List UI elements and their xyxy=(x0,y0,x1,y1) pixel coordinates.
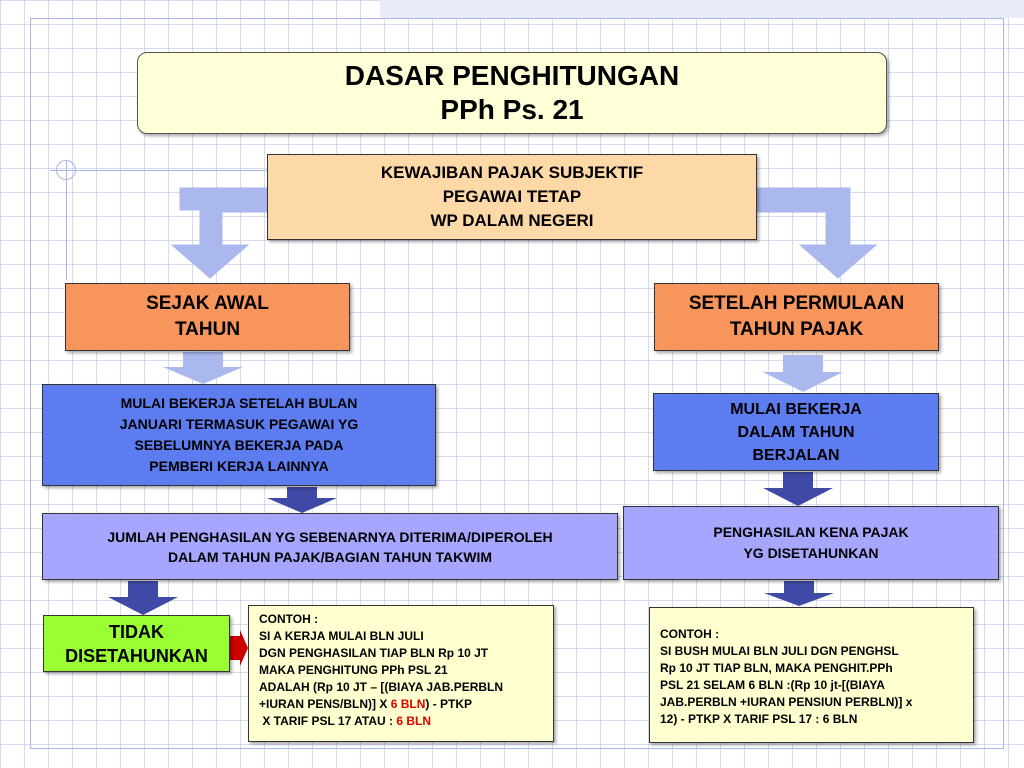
left-start-line-4: PEMBERI KERJA LAINNYA xyxy=(149,458,329,474)
left-head-line-1: SEJAK AWAL xyxy=(146,293,269,314)
left-branch-income: JUMLAH PENGHASILAN YG SEBENARNYA DITERIM… xyxy=(42,513,618,580)
left-income-line-2: DALAM TAHUN PAJAK/BAGIAN TAHUN TAKWIM xyxy=(167,548,493,565)
arrow-phkp-to-contoh xyxy=(764,581,834,606)
right-example-line-3: Rp 10 JT TIAP BLN, MAKA PENGHIT.PPh xyxy=(660,661,893,675)
left-branch-start: MULAI BEKERJA SETELAH BULAN JANUARI TERM… xyxy=(42,384,436,486)
right-head-line-1: SETELAH PERMULAAN xyxy=(688,293,905,314)
arrow-mulai-left-to-jumlah xyxy=(267,487,337,513)
diagram-title: DASAR PENGHITUNGAN PPh Ps. 21 xyxy=(137,52,887,134)
arrow-jumlah-to-tidak xyxy=(108,581,178,615)
right-example-line-6: 12) - PTKP X TARIF PSL 17 : 6 BLN xyxy=(660,712,858,726)
left-result-line-1: TIDAK xyxy=(109,621,164,642)
arrow-tidak-to-contoh xyxy=(230,630,248,666)
right-head-line-2: TAHUN PAJAK xyxy=(729,319,864,340)
arrow-setelah-to-mulai xyxy=(763,355,843,392)
left-result-line-2: DISETAHUNKAN xyxy=(65,645,208,666)
decorative-guide-line xyxy=(50,170,270,171)
right-example-line-5: JAB.PERBLN +IURAN PENSIUN PERBLN)] x xyxy=(660,695,913,709)
decorative-border-left xyxy=(30,18,31,748)
left-example-line-6b: ) - PTKP xyxy=(425,697,473,711)
left-branch-head: SEJAK AWAL TAHUN xyxy=(65,283,350,351)
left-example-line-6: +IURAN PENS/BLN)] X 6 BLN) - PTKP xyxy=(259,696,543,713)
right-income-line-2: YG DISETAHUNKAN xyxy=(743,545,879,561)
subject-line-2: PEGAWAI TETAP xyxy=(442,187,582,206)
right-branch-income: PENGHASILAN KENA PAJAK YG DISETAHUNKAN xyxy=(623,506,999,580)
left-example-line-5: ADALAH (Rp 10 JT – [(BIAYA JAB.PERBLN xyxy=(259,680,504,694)
left-start-line-3: SEBELUMNYA BEKERJA PADA xyxy=(134,437,344,453)
arrow-sejak-to-mulai xyxy=(163,352,243,384)
subject-box: KEWAJIBAN PAJAK SUBJEKTIF PEGAWAI TETAP … xyxy=(267,154,757,240)
arrow-mulai-right-to-phkp xyxy=(763,472,833,506)
left-start-line-1: MULAI BEKERJA SETELAH BULAN xyxy=(120,395,358,411)
right-example-line-2: SI BUSH MULAI BLN JULI DGN PENGHSL xyxy=(660,644,899,658)
left-start-line-2: JANUARI TERMASUK PEGAWAI YG xyxy=(119,416,359,432)
left-example-line-1: CONTOH : xyxy=(259,612,319,626)
right-start-line-2: DALAM TAHUN xyxy=(737,423,855,441)
subject-line-3: WP DALAM NEGERI xyxy=(430,211,594,230)
left-example-box: CONTOH : SI A KERJA MULAI BLN JULI DGN P… xyxy=(248,605,554,742)
title-line-2: PPh Ps. 21 xyxy=(440,94,584,125)
right-branch-start: MULAI BEKERJA DALAM TAHUN BERJALAN xyxy=(653,393,939,471)
left-example-highlight-1: 6 BLN xyxy=(390,697,426,711)
left-example-line-2: SI A KERJA MULAI BLN JULI xyxy=(259,629,424,643)
decorative-border-right xyxy=(1003,18,1004,748)
right-example-line-1: CONTOH : xyxy=(660,627,720,641)
right-branch-head: SETELAH PERMULAAN TAHUN PAJAK xyxy=(654,283,939,351)
split-arrow-right xyxy=(756,187,878,279)
left-example-line-7: X TARIF PSL 17 ATAU : 6 BLN xyxy=(259,713,543,730)
decorative-border-top xyxy=(30,18,1004,19)
right-example-line-4: PSL 21 SELAM 6 BLN :(Rp 10 jt-[(BIAYA xyxy=(660,678,885,692)
left-example-line-4: MAKA PENGHITUNG PPh PSL 21 xyxy=(259,663,448,677)
right-start-line-3: BERJALAN xyxy=(752,446,840,464)
subject-line-1: KEWAJIBAN PAJAK SUBJEKTIF xyxy=(380,163,644,182)
decorative-top-band xyxy=(380,0,1024,18)
title-line-1: DASAR PENGHITUNGAN xyxy=(344,60,680,91)
right-example-box: CONTOH : SI BUSH MULAI BLN JULI DGN PENG… xyxy=(649,607,974,743)
left-example-line-6a: +IURAN PENS/BLN)] X xyxy=(259,697,391,711)
left-example-line-3: DGN PENGHASILAN TIAP BLN Rp 10 JT xyxy=(259,646,489,660)
decorative-border-bottom xyxy=(30,748,1004,749)
right-income-line-1: PENGHASILAN KENA PAJAK xyxy=(713,524,909,540)
left-head-line-2: TAHUN xyxy=(174,319,241,340)
right-start-line-1: MULAI BEKERJA xyxy=(730,400,862,418)
left-example-highlight-2: 6 BLN xyxy=(396,714,432,728)
split-arrow-left xyxy=(170,187,268,279)
left-income-line-1: JUMLAH PENGHASILAN YG SEBENARNYA DITERIM… xyxy=(107,528,553,545)
left-branch-result: TIDAK DISETAHUNKAN xyxy=(43,615,230,672)
decorative-guide-vertical xyxy=(66,160,67,280)
left-example-line-7a: X TARIF PSL 17 ATAU : xyxy=(259,714,397,728)
